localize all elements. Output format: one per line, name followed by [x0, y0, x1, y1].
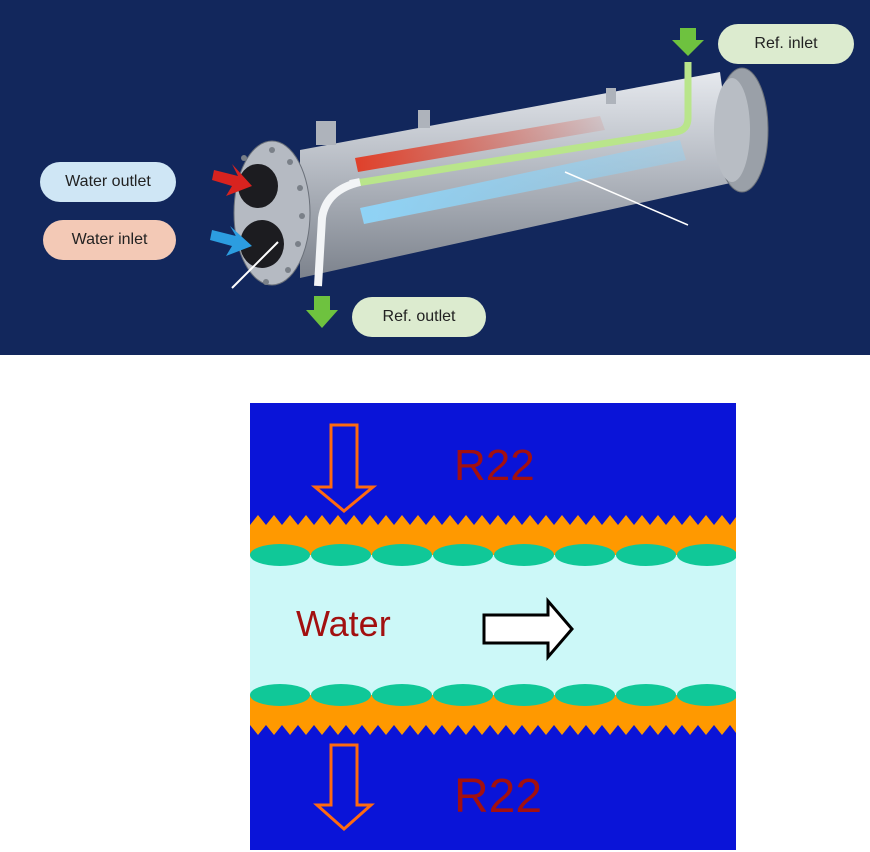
heat-flow-arrow-top	[310, 423, 378, 513]
tube-wall-bottom	[250, 695, 736, 735]
leader-line	[231, 241, 279, 289]
water-outlet-label: Water outlet	[40, 162, 176, 202]
refrigerant-path	[349, 62, 692, 188]
top-nozzle	[606, 88, 616, 104]
water-outlet-arrow	[212, 164, 252, 196]
water-flow-arrow	[482, 596, 574, 662]
tube-section-diagram: R22 R22 Water	[250, 403, 736, 850]
water-port-lower	[240, 220, 284, 268]
ref-outlet-arrow	[306, 296, 338, 328]
water-port-upper	[238, 164, 278, 208]
top-nozzle	[418, 110, 430, 128]
cold-water-stripe	[360, 140, 686, 224]
refrigerant-label-bottom: R22	[454, 770, 543, 823]
heat-exchanger-photo: Water outlet Water inlet Ref. inlet Ref.…	[0, 0, 870, 355]
heat-exchanger-illustration	[210, 28, 769, 328]
fouling-layer-bottom	[250, 684, 736, 706]
water-inlet-label: Water inlet	[43, 220, 176, 260]
top-nozzle	[316, 121, 336, 145]
hot-water-stripe	[355, 116, 605, 172]
ref-inlet-arrow	[672, 28, 704, 56]
heat-flow-arrow-bottom	[313, 743, 375, 832]
refrigerant-return-path	[314, 178, 362, 287]
ref-inlet-label: Ref. inlet	[718, 24, 854, 64]
tube-section-svg	[250, 403, 736, 850]
ref-outlet-label: Ref. outlet	[352, 297, 486, 337]
flange-bolts	[241, 147, 305, 285]
refrigerant-label-top: R22	[454, 441, 535, 490]
water-inlet-arrow	[210, 226, 252, 256]
tube-wall-top	[250, 515, 736, 555]
fouling-layer-top	[250, 544, 736, 566]
water-label: Water	[296, 603, 391, 644]
leader-line	[564, 171, 689, 226]
